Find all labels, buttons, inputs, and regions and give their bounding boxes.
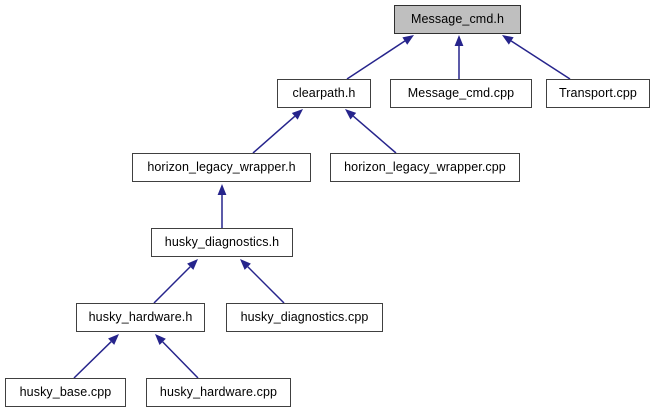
arrowhead-icon [108, 334, 119, 345]
edge-husky_hardware_h-to-husky_diagnostics_h [153, 259, 198, 304]
edge-husky_base_cpp-to-husky_hardware_h [73, 334, 119, 379]
arrowhead-icon [240, 259, 251, 270]
edge-horizon_legacy_wrapper_h-to-clearpath_h [252, 109, 303, 154]
node-label: Transport.cpp [559, 86, 637, 101]
node-husky_base_cpp[interactable]: husky_base.cpp [5, 378, 126, 407]
arrowhead-icon [291, 109, 303, 120]
edge-clearpath_h-to-message_cmd_h [346, 35, 414, 80]
node-label: horizon_legacy_wrapper.cpp [344, 160, 506, 175]
arrowhead-icon [217, 184, 227, 195]
arrowhead-icon [187, 259, 198, 270]
arrowhead-icon [155, 334, 166, 345]
node-label: husky_diagnostics.cpp [240, 310, 369, 325]
edge-husky_diagnostics_cpp-to-husky_diagnostics_h [240, 259, 285, 304]
node-horizon_legacy_wrapper_h[interactable]: horizon_legacy_wrapper.h [132, 153, 311, 182]
node-label: husky_diagnostics.h [164, 235, 280, 250]
node-husky_hardware_cpp[interactable]: husky_hardware.cpp [146, 378, 291, 407]
node-message_cmd_cpp[interactable]: Message_cmd.cpp [390, 79, 532, 108]
node-husky_hardware_h[interactable]: husky_hardware.h [76, 303, 205, 332]
node-husky_diagnostics_cpp[interactable]: husky_diagnostics.cpp [226, 303, 383, 332]
arrowhead-icon [402, 35, 414, 45]
node-husky_diagnostics_h[interactable]: husky_diagnostics.h [151, 228, 293, 257]
node-label: horizon_legacy_wrapper.h [147, 160, 296, 175]
edge-husky_diagnostics_h-to-horizon_legacy_wrapper_h [217, 184, 227, 228]
node-label: husky_hardware.cpp [159, 385, 278, 400]
edge-transport_cpp-to-message_cmd_h [502, 35, 571, 80]
edge-husky_hardware_cpp-to-husky_hardware_h [155, 334, 199, 379]
node-label: clearpath.h [292, 86, 356, 101]
node-message_cmd_h[interactable]: Message_cmd.h [394, 5, 521, 34]
node-transport_cpp[interactable]: Transport.cpp [546, 79, 650, 108]
arrowhead-icon [454, 35, 464, 46]
node-label: husky_base.cpp [19, 385, 112, 400]
node-label: Message_cmd.h [410, 12, 504, 27]
node-label: Message_cmd.cpp [407, 86, 515, 101]
arrowhead-icon [502, 35, 514, 45]
node-horizon_legacy_wrapper_cpp[interactable]: horizon_legacy_wrapper.cpp [330, 153, 520, 182]
node-clearpath_h[interactable]: clearpath.h [277, 79, 371, 108]
arrowhead-icon [345, 109, 357, 120]
edge-horizon_legacy_wrapper_cpp-to-clearpath_h [345, 109, 397, 154]
node-label: husky_hardware.h [88, 310, 193, 325]
edge-message_cmd_cpp-to-message_cmd_h [454, 35, 464, 79]
